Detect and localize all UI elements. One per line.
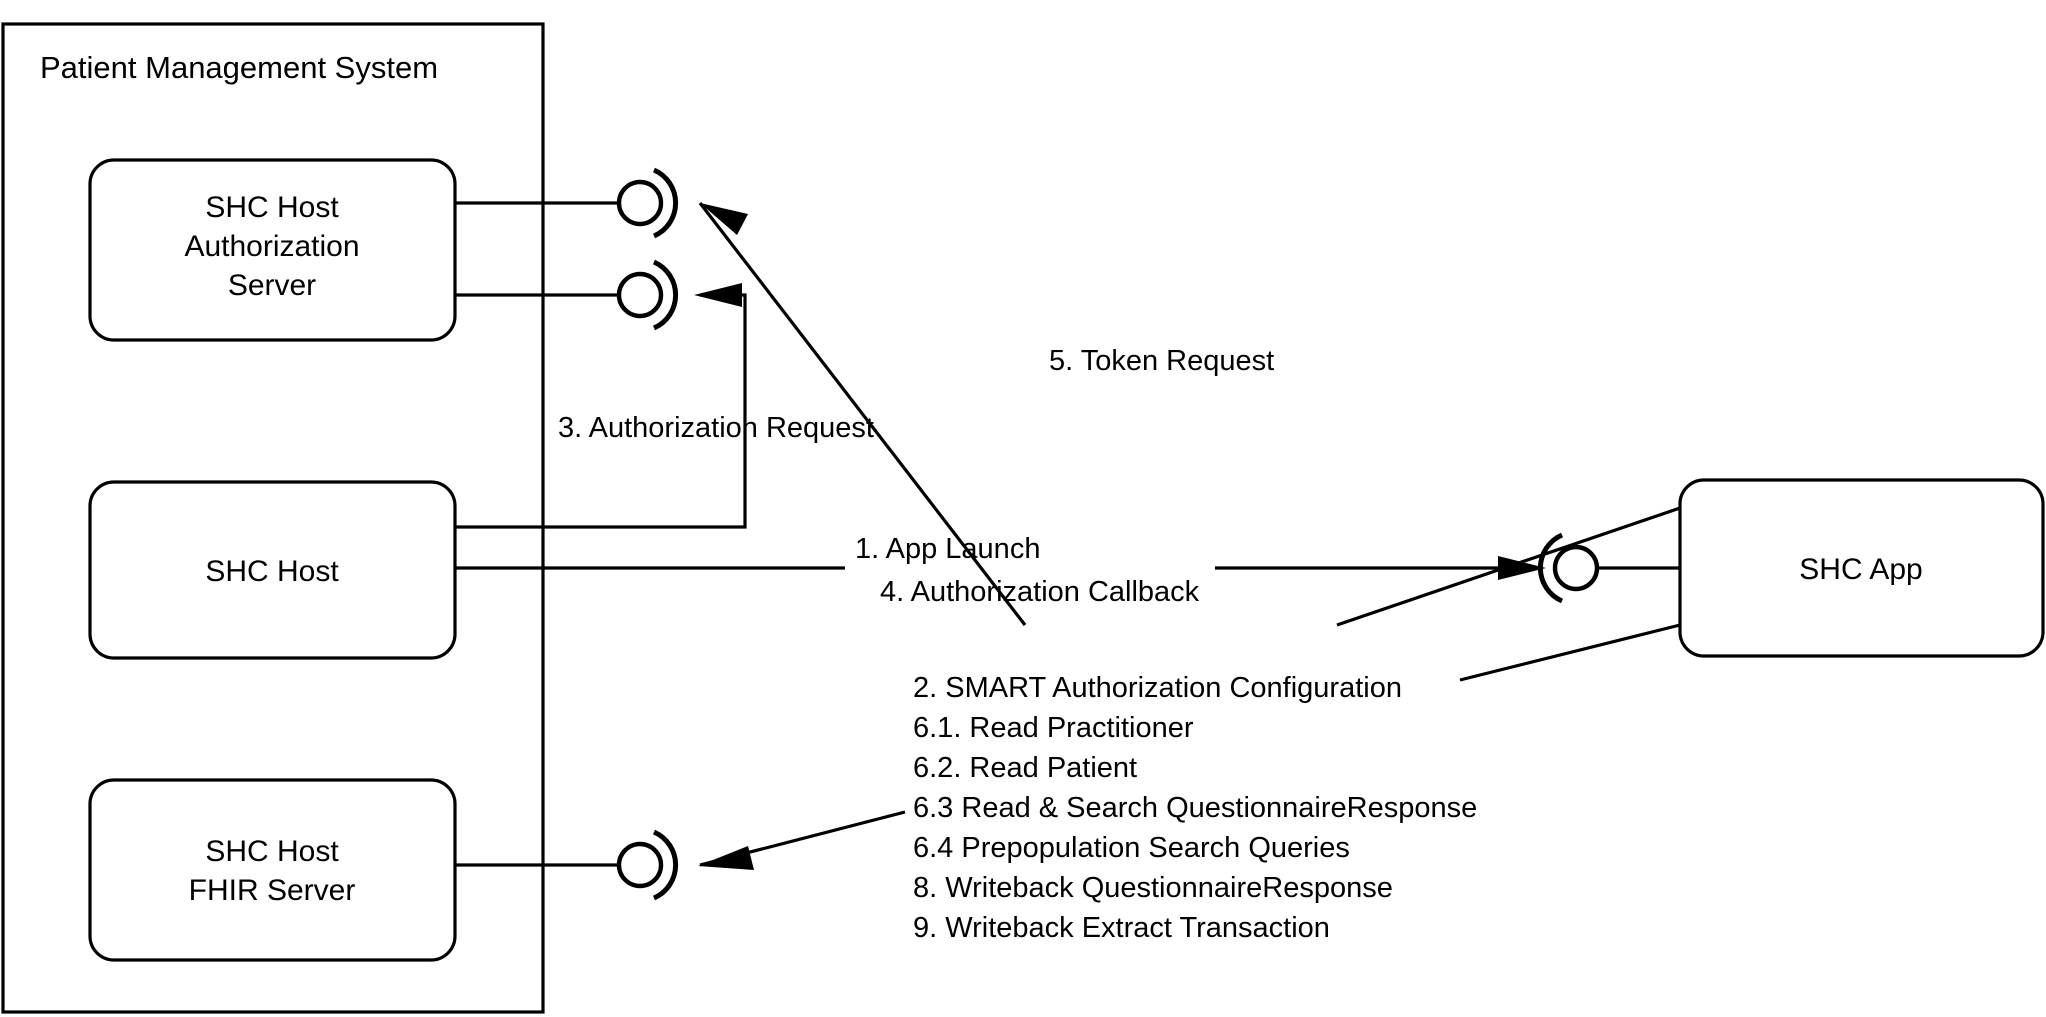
interface-fhir-server[interactable]	[616, 829, 679, 901]
label-app-launch: 1. App Launch	[855, 533, 1040, 565]
label-fhir-op-3: 6.3 Read & Search QuestionnaireResponse	[913, 792, 1477, 824]
auth-server-label-line3: Server	[228, 269, 316, 302]
label-fhir-op-4: 6.4 Prepopulation Search Queries	[913, 832, 1350, 864]
label-fhir-op-1: 6.1. Read Practitioner	[913, 712, 1194, 744]
component-box	[88, 480, 457, 660]
connector-fhir-ops-seg-right	[1459, 623, 1681, 682]
fhir-server-label-line1: SHC Host	[205, 835, 339, 868]
component-shc-host-authorization-server[interactable]: SHC Host Authorization Server	[88, 158, 457, 342]
auth-server-label-line2: Authorization	[184, 230, 359, 263]
arrowhead-fhir-operations	[698, 846, 754, 870]
label-fhir-op-0: 2. SMART Authorization Configuration	[913, 672, 1402, 704]
provided-interface-ball-icon	[616, 271, 664, 319]
shc-app-label: SHC App	[1799, 553, 1922, 586]
component-box	[88, 158, 457, 342]
component-box	[1678, 478, 2045, 658]
label-token-request: 5. Token Request	[1049, 345, 1274, 377]
arrowhead-token-request	[700, 203, 748, 235]
label-fhir-op-5: 8. Writeback QuestionnaireResponse	[913, 872, 1393, 904]
label-fhir-op-2: 6.2. Read Patient	[913, 752, 1137, 784]
provided-interface-ball-icon	[616, 179, 664, 227]
shc-host-label: SHC Host	[205, 555, 339, 588]
component-shc-host[interactable]: SHC Host	[88, 480, 457, 660]
component-shc-host-fhir-server[interactable]: SHC Host FHIR Server	[88, 778, 457, 962]
connector-token-request-seg-left	[698, 202, 1027, 626]
component-shc-app[interactable]: SHC App	[1678, 478, 2045, 658]
auth-server-label-line1: SHC Host	[205, 191, 339, 224]
interface-auth-server-authorize[interactable]	[616, 259, 679, 331]
interface-auth-server-token[interactable]	[616, 167, 679, 239]
label-authorization-request: 3. Authorization Request	[558, 412, 874, 444]
component-box	[88, 778, 457, 962]
arrowhead-app-launch	[1498, 556, 1546, 580]
label-authorization-callback: 4. Authorization Callback	[880, 576, 1200, 608]
label-fhir-op-6: 9. Writeback Extract Transaction	[913, 912, 1330, 944]
arrowhead-authorization-request	[694, 283, 742, 307]
socket-arc-icon	[652, 167, 679, 239]
provided-interface-ball-icon	[1552, 544, 1600, 592]
system-boundary-title: Patient Management System	[40, 50, 438, 85]
socket-arc-icon	[1537, 532, 1564, 604]
provided-interface-ball-icon	[616, 841, 664, 889]
socket-arc-icon	[652, 829, 679, 901]
fhir-server-label-line2: FHIR Server	[189, 874, 356, 907]
socket-arc-icon	[652, 259, 679, 331]
interface-shc-app[interactable]	[1537, 532, 1600, 604]
